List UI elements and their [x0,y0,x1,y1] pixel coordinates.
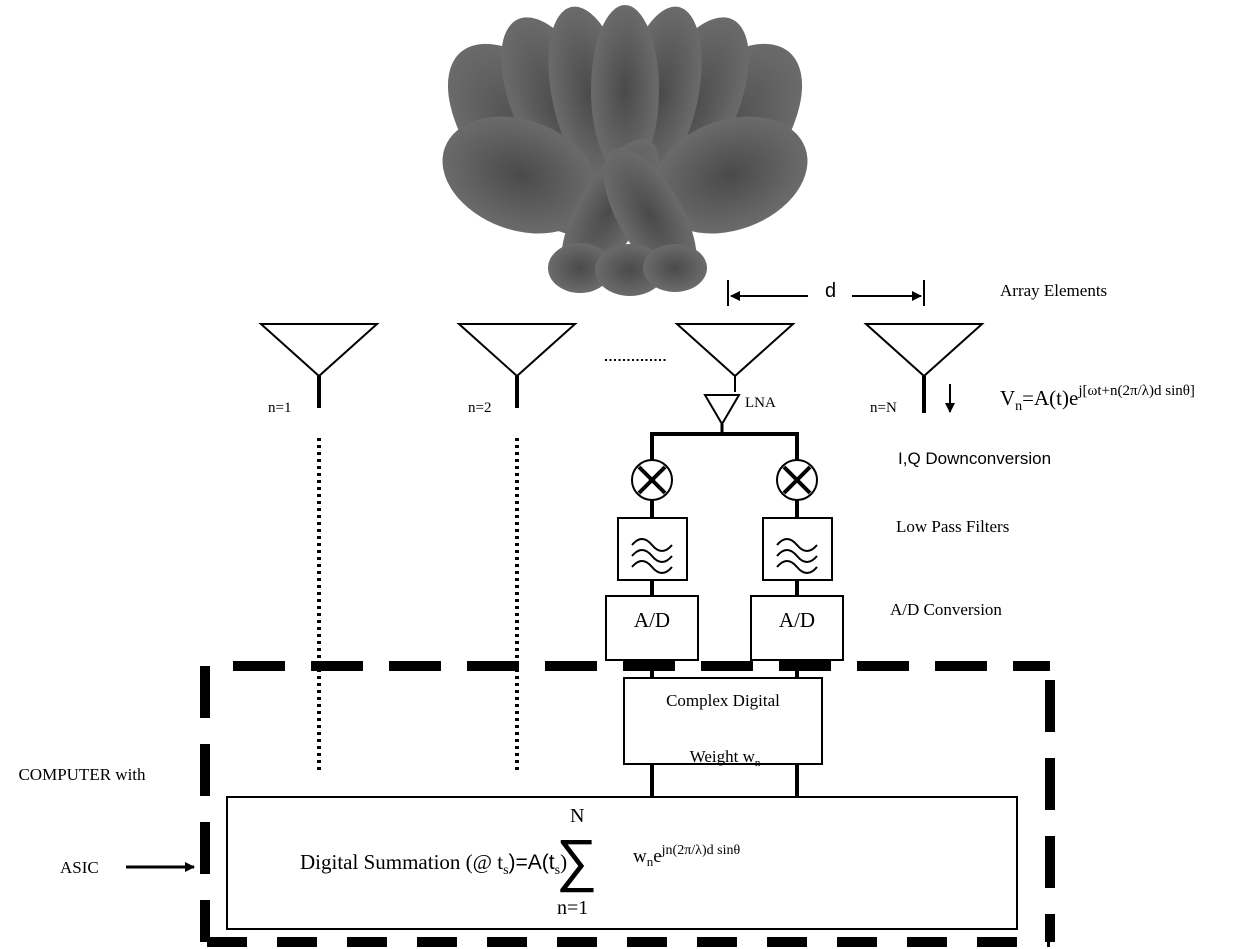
lowpass-filter-icon [776,538,818,574]
array-elements-label: Array Elements [1000,281,1107,300]
computer-label-line2-text: ASIC [60,858,99,877]
element-label-2: n=2 [468,400,491,416]
element-label-n: n=N [870,400,897,416]
spacing-label: d [825,280,836,302]
lowpass-filter-icon [631,538,673,574]
element-label-1: n=1 [268,400,291,416]
ad-weight-links [650,660,799,678]
spacing-indicator [727,280,925,306]
lowpass-filter-q [762,517,833,581]
signal-equation: Vn=A(t)ej[ωt+n(2π/λ)d sinθ] [1000,383,1195,414]
mixer-q [776,459,818,501]
ad-conversion-label: A/D Conversion [890,600,1002,619]
summation-label: Digital Summation (@ ts)=A(ts) [300,850,567,878]
lna-label: LNA [745,395,776,411]
antenna-icon [863,323,985,378]
ad-converter-q [750,595,844,661]
complex-weight-line2: Weight wn [690,747,761,769]
low-pass-filters-label: Low Pass Filters [896,517,1009,536]
summation-block [226,796,1018,930]
ad-label-i: A/D [634,608,670,632]
complex-weight-line1: Complex Digital [666,691,780,710]
lna-icon [703,394,741,426]
antenna-icon [674,323,796,378]
lowpass-filter-i [617,517,688,581]
weight-sum-links [650,764,799,797]
mixer-filter-links [650,500,799,518]
antenna-n [863,323,985,413]
antenna-icon [456,323,578,378]
iq-split [650,432,799,460]
antenna-1 [258,323,380,408]
antenna-icon [258,323,380,378]
computer-label-line1: COMPUTER with [18,765,146,784]
mixer-i [631,459,673,501]
complex-weight-block [623,677,823,765]
iq-downconversion-label: I,Q Downconversion [898,449,1051,468]
sum-upper-limit: N [570,805,584,827]
dotted-channels [317,438,519,772]
ad-label-q: A/D [779,608,815,632]
computer-boundary [200,661,1055,947]
sum-term: wnejn(2π/λ)d sinθ [633,843,740,869]
lna-amplifier [703,394,741,434]
filter-ad-links [650,580,799,596]
sum-symbol: ∑ [556,828,597,893]
antenna-2 [456,323,578,408]
sum-lower-limit: n=1 [557,897,588,919]
antenna-3 [674,323,796,392]
radiation-pattern [442,5,808,296]
